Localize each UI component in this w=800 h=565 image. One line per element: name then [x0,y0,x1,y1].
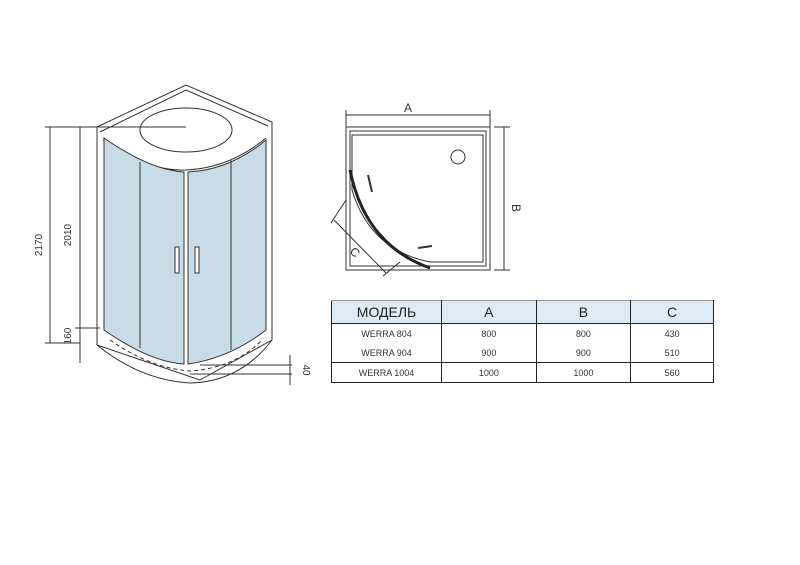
glass-panel-right [187,138,267,365]
cell-b: 800 [535,323,632,343]
cell-a: 900 [441,343,537,363]
header-model: МОДЕЛЬ [330,300,443,324]
dim-tray-height: 160 [63,327,74,344]
cell-model: WERRA 904 [330,343,443,363]
ceiling-shower-head [139,107,233,153]
door-handle-right [194,246,200,274]
dim-cabin-height: 2010 [63,223,74,246]
drain-icon [450,149,466,165]
glass-panel-left [103,137,185,365]
table-row: WERRA 804 800 800 430 [330,323,714,343]
cell-a: 1000 [441,362,537,383]
arrow-icon [417,245,433,249]
table-row: WERRA 904 900 900 510 [330,343,714,363]
cell-c: 560 [630,362,714,383]
table-row: WERRA 1004 1000 1000 560 [330,362,714,383]
door-handle-left [174,246,180,274]
dim-tray-step: 40 [300,364,311,376]
dim-b-label: B [509,204,523,212]
shower-cabin-front-view [96,84,273,384]
header-a: A [441,300,537,324]
model-dimensions-table: МОДЕЛЬ A B C WERRA 804 800 800 430 WERRA… [330,300,714,383]
height-dimensions [45,126,292,385]
cell-b: 900 [535,343,632,363]
dim-total-height: 2170 [34,233,45,256]
cell-c: 510 [630,343,714,363]
cell-model: WERRA 1004 [330,362,443,383]
header-c: C [630,300,714,324]
table-header-row: МОДЕЛЬ A B C [330,300,714,324]
cell-model: WERRA 804 [330,323,443,343]
cell-b: 1000 [535,362,632,383]
shower-tray-top-view [330,110,510,277]
header-b: B [535,300,632,324]
cell-c: 430 [630,323,714,343]
dim-a-label: A [404,101,412,115]
cell-a: 800 [441,323,537,343]
arrow-icon [367,174,373,193]
